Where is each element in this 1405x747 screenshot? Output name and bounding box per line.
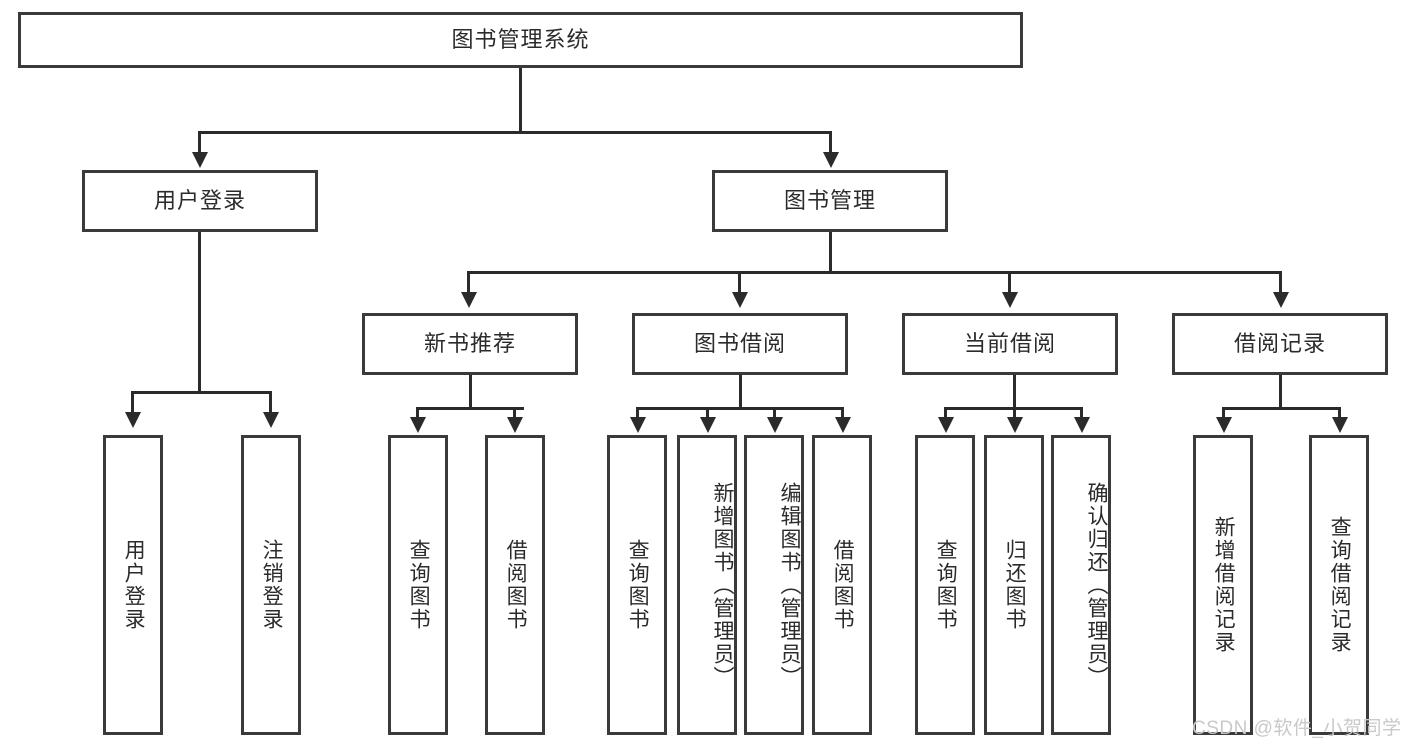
- arrow-bm-to-current-borrow: [1002, 292, 1018, 308]
- node-label: 查询图书: [934, 539, 958, 631]
- arrow-user-login-to-leaf-2: [263, 412, 279, 428]
- arrow-bm-to-book-borrow: [732, 292, 748, 308]
- edge-cb-to-leaf-3: [1080, 407, 1083, 419]
- arrow-bb-to-leaf-3: [767, 417, 783, 433]
- arrow-cb-to-leaf-3: [1074, 417, 1090, 433]
- leaf-user-login-login[interactable]: 用户登录: [103, 435, 163, 735]
- edge-root-bar: [198, 131, 832, 134]
- arrow-cb-to-leaf-2: [1007, 417, 1023, 433]
- leaf-current-borrow-confirm-return-admin[interactable]: 确认归还（管理员）: [1051, 435, 1111, 735]
- node-label: 注销登录: [260, 539, 284, 631]
- edge-bm-to-borrow-record: [1279, 271, 1282, 295]
- edge-book-management-bar: [467, 271, 1279, 274]
- edge-user-login-bar: [131, 391, 271, 394]
- node-label: 查询图书: [407, 539, 431, 631]
- node-label: 图书管理系统: [451, 27, 590, 53]
- node-label: 用户登录: [122, 539, 146, 631]
- leaf-book-borrow-add-book-admin[interactable]: 新增图书（管理员）: [677, 435, 737, 735]
- node-label: 用户登录: [153, 188, 246, 214]
- node-root-book-management-system[interactable]: 图书管理系统: [18, 12, 1023, 68]
- edge-br-to-leaf-2: [1338, 407, 1341, 419]
- arrow-root-to-book-management: [823, 152, 839, 168]
- edge-br-bar: [1222, 407, 1340, 410]
- edge-bb-to-leaf-2: [706, 407, 709, 419]
- edge-bm-to-book-borrow: [738, 271, 741, 295]
- node-label: 新增借阅记录: [1212, 516, 1236, 654]
- edge-root-to-user-login: [198, 131, 201, 155]
- leaf-borrow-record-add-record[interactable]: 新增借阅记录: [1193, 435, 1253, 735]
- edge-bm-to-current-borrow: [1008, 271, 1011, 295]
- node-label: 查询图书: [626, 539, 650, 631]
- arrow-bb-to-leaf-1: [630, 417, 646, 433]
- node-label: 归还图书: [1003, 539, 1027, 631]
- arrow-bb-to-leaf-4: [835, 417, 851, 433]
- edge-br-to-leaf-1: [1222, 407, 1225, 419]
- watermark-text: CSDN @软件_小贺同学: [1192, 718, 1402, 739]
- edge-nbr-to-leaf-2: [513, 407, 516, 419]
- edge-root-to-book-management: [829, 131, 832, 155]
- leaf-new-book-query-book[interactable]: 查询图书: [388, 435, 448, 735]
- edge-nbr-bar: [416, 407, 524, 410]
- edge-bb-stem: [739, 375, 742, 410]
- edge-cb-stem: [1013, 375, 1016, 410]
- edge-nbr-stem: [469, 375, 472, 410]
- edge-root-stem: [519, 68, 522, 132]
- edge-user-login-to-leaf-1: [131, 391, 134, 415]
- node-label: 当前借阅: [963, 331, 1056, 357]
- node-label: 确认归还（管理员）: [1085, 481, 1108, 689]
- arrow-nbr-to-leaf-1: [410, 417, 426, 433]
- edge-br-stem: [1279, 375, 1282, 410]
- arrow-bm-to-new-book: [461, 292, 477, 308]
- node-label: 查询借阅记录: [1328, 516, 1352, 654]
- edge-bb-bar: [636, 407, 844, 410]
- edge-user-login-to-leaf-2: [269, 391, 272, 415]
- leaf-new-book-borrow-book[interactable]: 借阅图书: [485, 435, 545, 735]
- arrow-br-to-leaf-1: [1216, 417, 1232, 433]
- arrow-nbr-to-leaf-2: [507, 417, 523, 433]
- edge-bb-to-leaf-4: [841, 407, 844, 419]
- leaf-borrow-record-query-record[interactable]: 查询借阅记录: [1309, 435, 1369, 735]
- node-new-book-recommend[interactable]: 新书推荐: [362, 313, 578, 375]
- node-user-login[interactable]: 用户登录: [82, 170, 318, 232]
- arrow-cb-to-leaf-1: [938, 417, 954, 433]
- node-borrow-record[interactable]: 借阅记录: [1172, 313, 1388, 375]
- arrow-root-to-user-login: [192, 152, 208, 168]
- leaf-book-borrow-borrow-book[interactable]: 借阅图书: [812, 435, 872, 735]
- edge-cb-to-leaf-2: [1013, 407, 1016, 419]
- node-book-management[interactable]: 图书管理: [712, 170, 948, 232]
- node-label: 图书借阅: [693, 331, 786, 357]
- edge-cb-to-leaf-1: [944, 407, 947, 419]
- arrow-user-login-to-leaf-1: [125, 412, 141, 428]
- node-label: 新书推荐: [423, 331, 516, 357]
- node-label: 借阅图书: [831, 539, 855, 631]
- node-label: 新增图书（管理员）: [711, 481, 734, 689]
- edge-nbr-to-leaf-1: [416, 407, 419, 419]
- leaf-current-borrow-return-book[interactable]: 归还图书: [984, 435, 1044, 735]
- node-label: 图书管理: [783, 188, 876, 214]
- edge-bb-to-leaf-3: [773, 407, 776, 419]
- leaf-user-login-logout[interactable]: 注销登录: [241, 435, 301, 735]
- node-label: 编辑图书（管理员）: [778, 481, 801, 689]
- node-book-borrow[interactable]: 图书借阅: [632, 313, 848, 375]
- edge-bm-to-new-book: [467, 271, 470, 295]
- edge-book-management-stem: [829, 232, 832, 272]
- leaf-current-borrow-query-book[interactable]: 查询图书: [915, 435, 975, 735]
- edge-user-login-stem: [198, 232, 201, 394]
- node-label: 借阅记录: [1233, 331, 1326, 357]
- node-current-borrow[interactable]: 当前借阅: [902, 313, 1118, 375]
- arrow-bm-to-borrow-record: [1273, 292, 1289, 308]
- arrow-bb-to-leaf-2: [700, 417, 716, 433]
- node-label: 借阅图书: [504, 539, 528, 631]
- arrow-br-to-leaf-2: [1332, 417, 1348, 433]
- leaf-book-borrow-edit-book-admin[interactable]: 编辑图书（管理员）: [744, 435, 804, 735]
- edge-bb-to-leaf-1: [636, 407, 639, 419]
- leaf-book-borrow-query-book[interactable]: 查询图书: [607, 435, 667, 735]
